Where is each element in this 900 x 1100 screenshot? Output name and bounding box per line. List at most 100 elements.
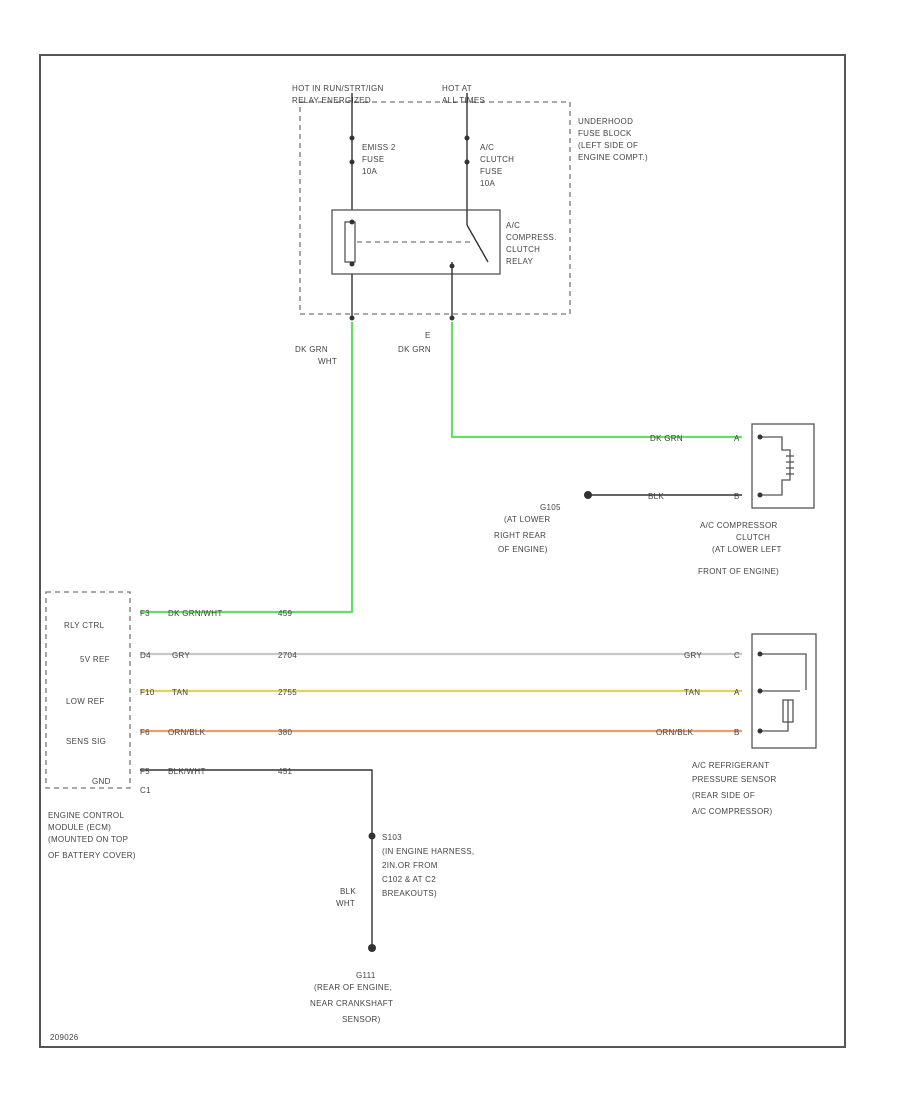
gnd-wire xyxy=(140,769,373,948)
ecm-pin-gnd: GND xyxy=(92,777,111,786)
fuse-block-label-2: FUSE BLOCK xyxy=(578,129,632,138)
splice-label-5: BREAKOUTS) xyxy=(382,889,437,898)
clutch-pin-b-terminal xyxy=(757,492,763,498)
g105-label-1: G105 xyxy=(540,503,561,512)
low-ref-color: TAN xyxy=(172,688,188,697)
sensor-body xyxy=(751,633,817,749)
relay-out-left-terminal xyxy=(349,315,355,321)
gnd-pin: F5 xyxy=(140,767,150,776)
relay-label-3: CLUTCH xyxy=(506,245,540,254)
relay-coil-terminal-bottom xyxy=(349,261,355,267)
ac-fuse-terminal-top xyxy=(464,135,470,141)
ecm-label-2: MODULE (ECM) xyxy=(48,823,111,832)
rly-ctrl-circuit: 459 xyxy=(278,609,292,618)
sensor-label-4: A/C COMPRESSOR) xyxy=(692,807,773,816)
relay-out-right-color: DK GRN xyxy=(398,345,431,354)
ac-fuse-label-1: A/C xyxy=(480,143,494,152)
emiss-fuse-label-2: FUSE xyxy=(362,155,385,164)
emiss-fuse-label-1: EMISS 2 xyxy=(362,143,396,152)
five-v-ref-end-pin: C xyxy=(734,651,740,660)
relay-switch-terminal xyxy=(449,263,455,269)
relay-label-1: A/C xyxy=(506,221,520,230)
engine-control-module: RLY CTRL 5V REF LOW REF SENS SIG GND C1 … xyxy=(45,591,151,860)
footer-code: 209026 xyxy=(50,1033,79,1042)
ecm-outline xyxy=(45,591,131,789)
emiss-fuse-label-3: 10A xyxy=(362,167,377,176)
splice-wire-color-2: WHT xyxy=(336,899,355,908)
five-v-ref-color: GRY xyxy=(172,651,190,660)
ecm-connector: C1 xyxy=(140,786,151,795)
sensor-sig-trace xyxy=(760,700,789,732)
fuse-block-label-3: (LEFT SIDE OF xyxy=(578,141,638,150)
relay-label-2: COMPRESS. xyxy=(506,233,557,242)
ac-fuse-label-3: FUSE xyxy=(480,167,503,176)
ground-g105: BLK G105 (AT LOWER RIGHT REAR OF ENGINE) xyxy=(494,491,742,554)
sensor-pin-b-terminal xyxy=(757,728,763,734)
g111-label-3: NEAR CRANKSHAFT xyxy=(310,999,393,1008)
source-left-line1: HOT IN RUN/STRT/IGN xyxy=(292,84,384,93)
emiss-fuse-terminal-top xyxy=(349,135,355,141)
five-v-ref-wire-group: D4 GRY 2704 GRY C xyxy=(140,651,742,660)
rly-ctrl-pin: F3 xyxy=(140,609,150,618)
relay-switch-arm xyxy=(466,224,489,263)
splice-label-2: (IN ENGINE HARNESS, xyxy=(382,847,474,856)
clutch-body xyxy=(751,423,815,509)
sensor-element xyxy=(782,699,794,723)
source-right-line1: HOT AT xyxy=(442,84,472,93)
fuse-block-label-4: ENGINE COMPT.) xyxy=(578,153,648,162)
source-right-line2: ALL TIMES xyxy=(442,96,485,105)
five-v-ref-pin: D4 xyxy=(140,651,151,660)
clutch-pin-a-terminal xyxy=(757,434,763,440)
relay-coil xyxy=(344,221,356,263)
clutch-coil-outline xyxy=(762,436,791,496)
gnd-circuit: 451 xyxy=(278,767,292,776)
relay-coil-terminal-top xyxy=(349,219,355,225)
sens-sig-wire-group: F6 ORN/BLK 380 ORN/BLK B xyxy=(140,728,742,737)
g111-ground-point xyxy=(368,944,376,952)
ecm-pin-5v-ref: 5V REF xyxy=(80,655,110,664)
sensor-pin-a-terminal xyxy=(757,688,763,694)
sens-sig-pin: F6 xyxy=(140,728,150,737)
ac-fuse-label-2: CLUTCH xyxy=(480,155,514,164)
low-ref-pin: F10 xyxy=(140,688,155,697)
clutch-label-4: FRONT OF ENGINE) xyxy=(698,567,779,576)
sensor-ref-trace xyxy=(760,653,807,690)
ecm-pin-low-ref: LOW REF xyxy=(66,697,105,706)
clutch-label-2: CLUTCH xyxy=(736,533,770,542)
relay-control-wire xyxy=(140,322,354,614)
low-ref-wire-group: F10 TAN 2755 TAN A xyxy=(140,688,742,697)
clutch-label-3: (AT LOWER LEFT xyxy=(712,545,782,554)
underhood-fuse-block: HOT IN RUN/STRT/IGN RELAY ENERGIZED HOT … xyxy=(292,84,648,321)
sensor-pin-c-terminal xyxy=(757,651,763,657)
rly-ctrl-color: DK GRN/WHT xyxy=(168,609,223,618)
five-v-ref-end-color: GRY xyxy=(684,651,702,660)
g105-ground-point xyxy=(584,491,592,499)
ac-compressor-clutch: A B A/C COMPRESSOR CLUTCH (AT LOWER LEFT… xyxy=(698,423,815,576)
g105-label-2: (AT LOWER xyxy=(504,515,550,524)
s103-splice-point xyxy=(368,832,376,840)
gnd-color: BLK/WHT xyxy=(168,767,206,776)
five-v-ref-circuit: 2704 xyxy=(278,651,297,660)
relay-label-4: RELAY xyxy=(506,257,534,266)
relay-out-left-color-2: WHT xyxy=(318,357,337,366)
sensor-label-1: A/C REFRIGERANT xyxy=(692,761,769,770)
ac-refrigerant-pressure-sensor: A/C REFRIGERANT PRESSURE SENSOR (REAR SI… xyxy=(692,633,817,816)
ecm-label-3: (MOUNTED ON TOP xyxy=(48,835,128,844)
sensor-label-2: PRESSURE SENSOR xyxy=(692,775,777,784)
ecm-pin-sens-sig: SENS SIG xyxy=(66,737,106,746)
g111-label-2: (REAR OF ENGINE, xyxy=(314,983,392,992)
relay-out-right-pin: E xyxy=(425,331,431,340)
sensor-label-3: (REAR SIDE OF xyxy=(692,791,755,800)
ac-compressor-clutch-relay xyxy=(331,209,501,275)
g105-label-4: OF ENGINE) xyxy=(498,545,548,554)
clutch-label-1: A/C COMPRESSOR xyxy=(700,521,778,530)
clutch-ground-color: BLK xyxy=(648,492,664,501)
emiss-fuse-terminal-bottom xyxy=(349,159,355,165)
fuse-block-outline xyxy=(299,101,571,315)
splice-label-4: C102 & AT C2 xyxy=(382,875,436,884)
g105-label-3: RIGHT REAR xyxy=(494,531,546,540)
relay-out-right-terminal xyxy=(449,315,455,321)
ecm-label-4: OF BATTERY COVER) xyxy=(48,851,136,860)
sens-sig-end-pin: B xyxy=(734,728,740,737)
